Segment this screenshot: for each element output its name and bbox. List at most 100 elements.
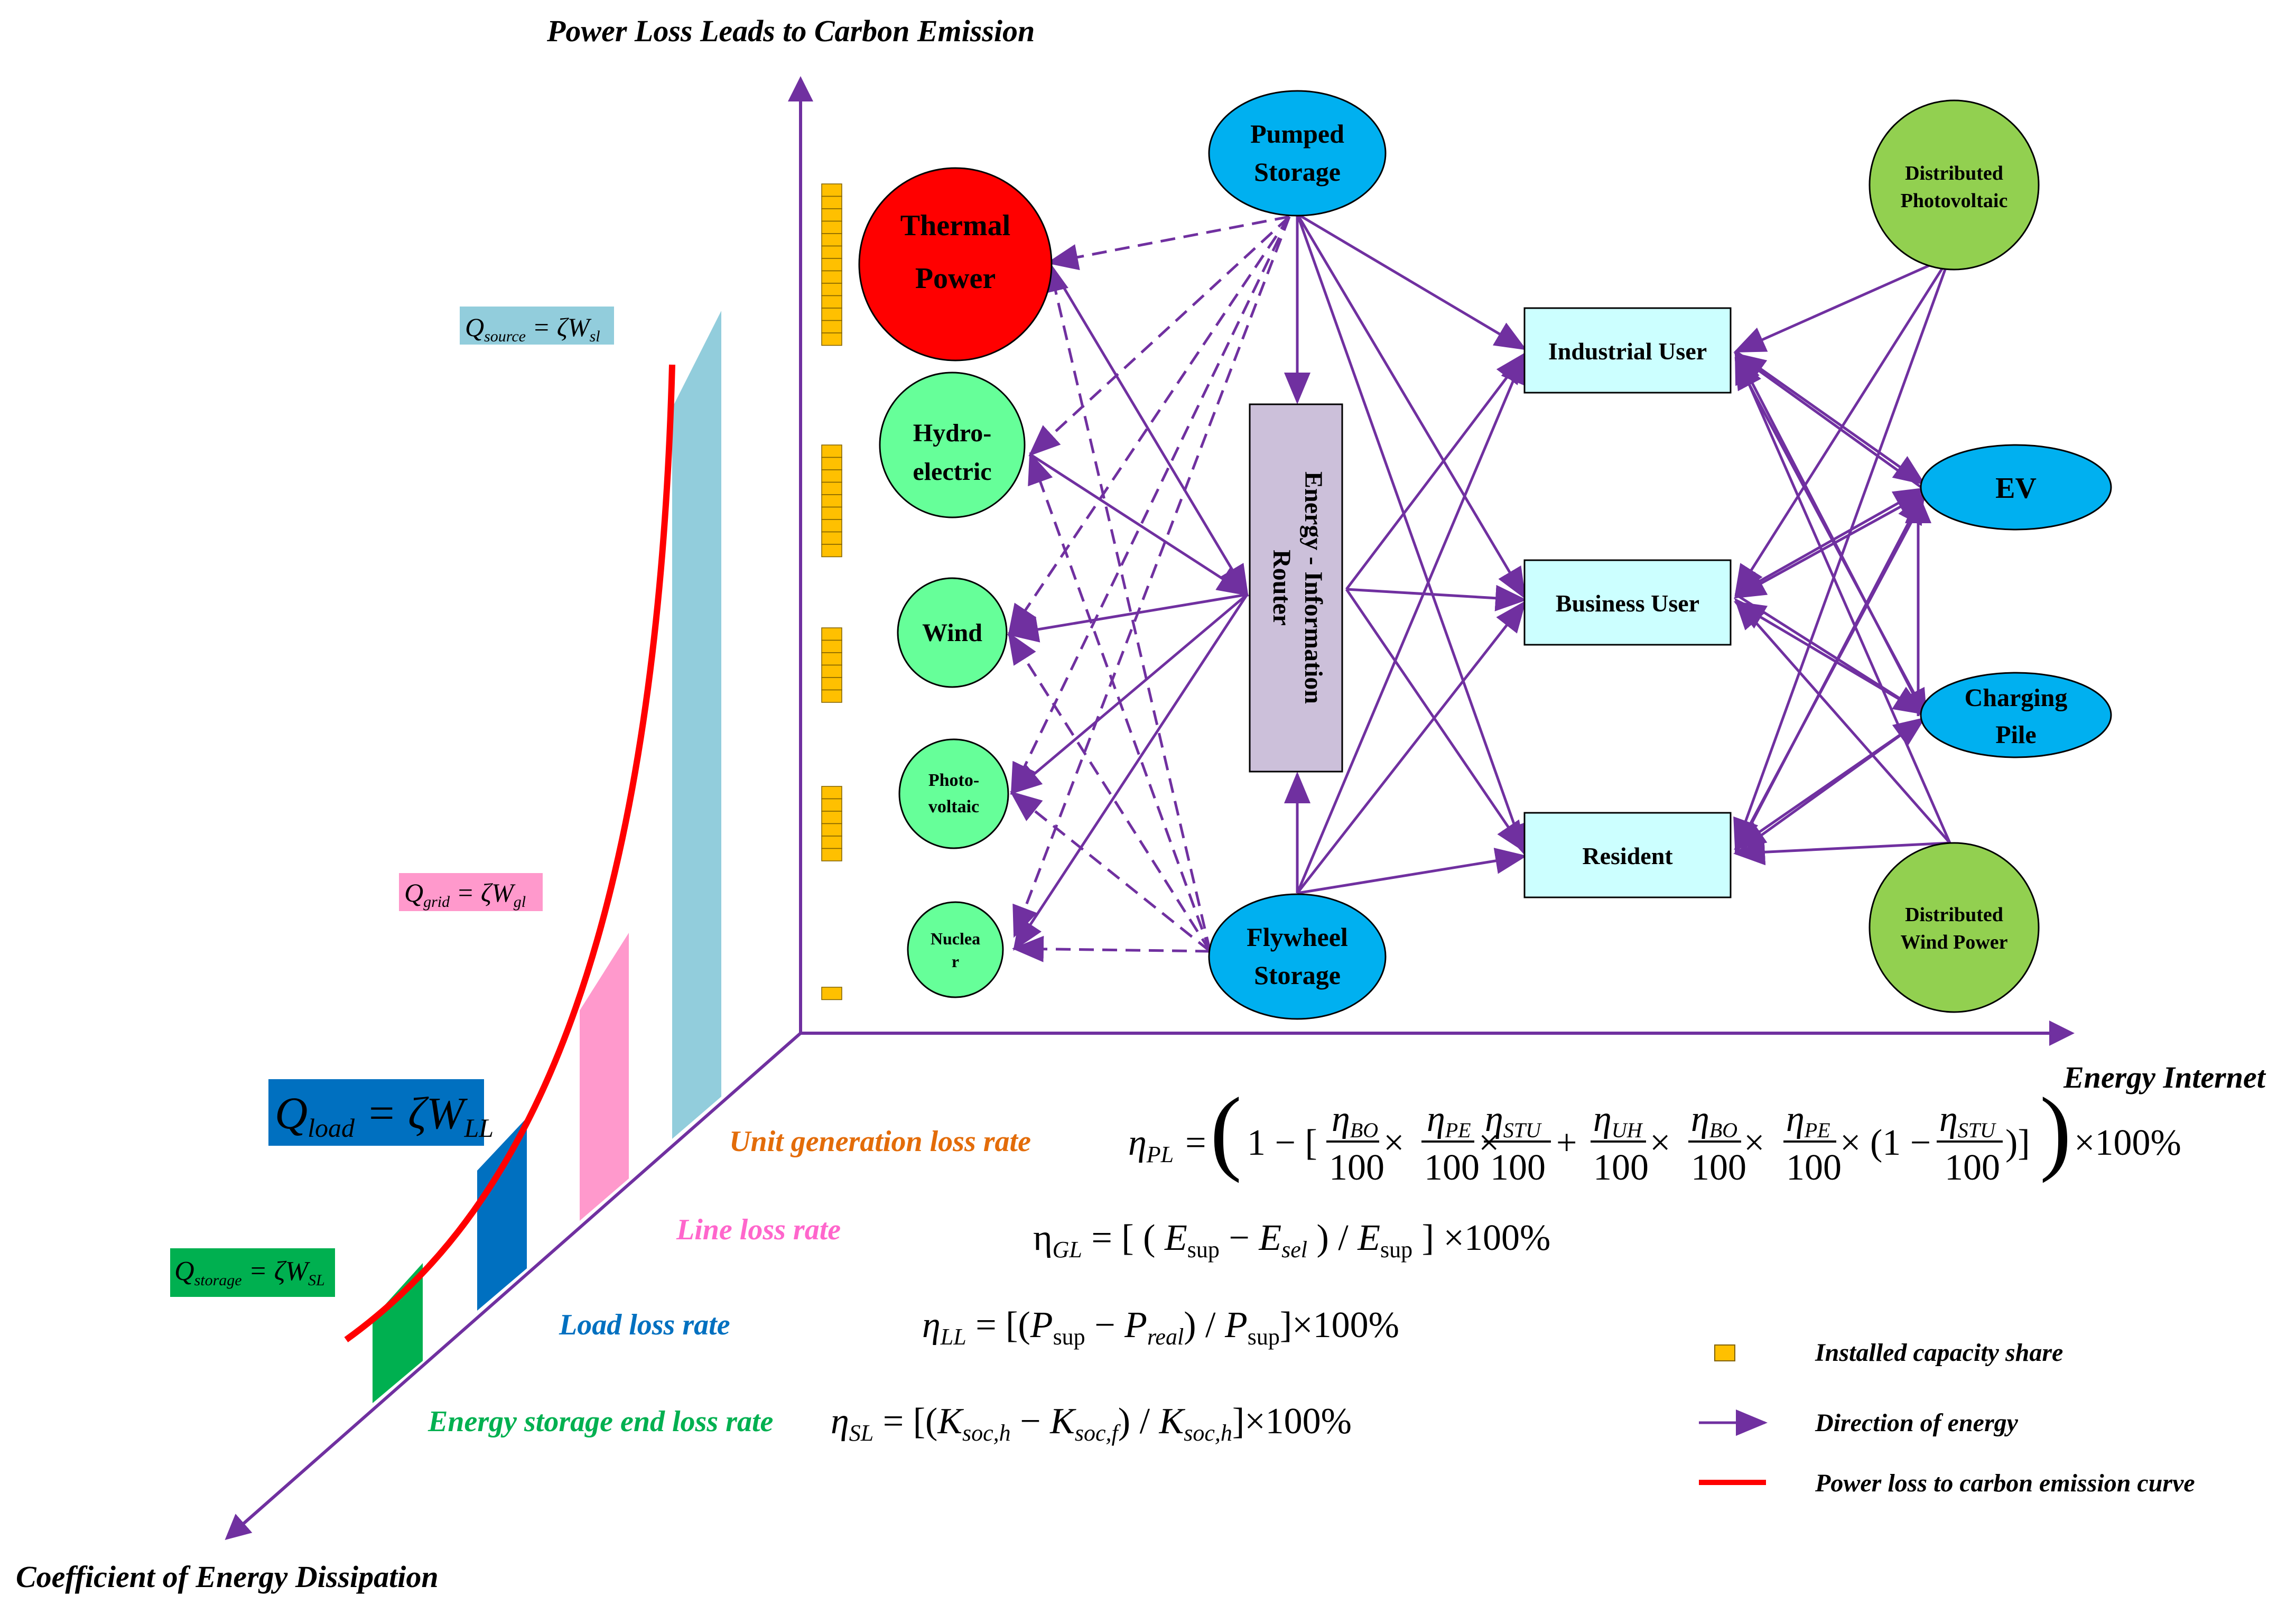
capacity-cell [821,245,842,259]
loss-bars [373,311,721,1403]
diagonal-axis [225,1032,802,1540]
capacity-cell [821,220,842,234]
svg-text:Hydro-: Hydro- [913,419,991,447]
svg-text:(: ( [1210,1078,1242,1183]
svg-text:Business User: Business User [1556,590,1699,617]
capacity-cell [821,233,842,247]
equation-ll: ηLL = [(Psup − Preal) / Psup]×100% [922,1305,1399,1350]
equation-pl: ηPL = ( 1 − [ ηBO 100 × ηPE 100 × ηSTU 1… [1128,1078,2181,1188]
svg-text:ηPL =: ηPL = [1128,1123,1208,1167]
rate-load-loss: Load loss rate [559,1309,730,1341]
capacity-cell [821,457,842,470]
capacity-cell [821,506,842,520]
svg-text:ηSTU: ηSTU [1939,1099,1997,1142]
box-resident: Resident [1523,812,1732,898]
capacity-cell [821,652,842,666]
svg-text:×100%: ×100% [2074,1123,2181,1163]
capacity-cell [821,519,842,533]
rate-unit-generation: Unit generation loss rate [729,1125,1031,1158]
axes [225,76,2075,1540]
equation-sl: ηSL = [(Ksoc,h − Ksoc,f) / Ksoc,h]×100% [831,1401,1352,1446]
equation-gl: ηGL = [ ( Esup − Esel ) / Esup ] ×100% [1033,1218,1550,1263]
legend-direction-label: Direction of energy [1815,1409,2019,1437]
rate-line-loss: Line loss rate [676,1213,841,1246]
bar-source [672,311,721,1139]
svg-text:Pile: Pile [1995,721,2036,749]
svg-text:×: × [1479,1123,1499,1163]
node-nuclear: Nuclea r [907,901,1004,998]
capacity-cell [821,531,842,545]
svg-text:×: × [1650,1123,1670,1163]
svg-text:ηBO: ηBO [1332,1099,1378,1142]
svg-text:ηSTU: ηSTU [1485,1099,1542,1142]
capacity-cell [821,664,842,678]
svg-text:100: 100 [1490,1147,1546,1188]
capacity-cell [821,308,842,321]
svg-text:voltaic: voltaic [928,797,979,817]
svg-text:ηBO: ηBO [1691,1099,1737,1142]
capacity-cell [821,811,842,824]
capacity-cell [821,677,842,691]
svg-text:Photovoltaic: Photovoltaic [1901,190,2008,212]
svg-text:100: 100 [1945,1147,2000,1188]
node-distributed-wind-power: Distributed Wind Power [1869,842,2040,1013]
svg-text:× (1 −: × (1 − [1840,1123,1931,1163]
capacity-cell [821,481,842,495]
q-grid-label: Qgrid = ζWgl [399,873,543,911]
legend-curve-label: Power loss to carbon emission curve [1815,1469,2195,1497]
svg-text:Router: Router [1268,550,1296,626]
svg-text:Wind Power: Wind Power [1900,931,2007,953]
capacity-cell [821,627,842,641]
capacity-cell [821,295,842,309]
capacity-cell [821,320,842,333]
svg-text:): ) [2040,1078,2071,1183]
svg-text:ηUH: ηUH [1593,1099,1643,1142]
capacity-share-bars [821,183,842,1000]
capacity-cell [821,283,842,296]
node-thermal-power: Thermal Power [858,167,1053,361]
svg-text:Pumped: Pumped [1250,119,1344,149]
node-photovoltaic: Photo- voltaic [898,738,1009,849]
capacity-cell [821,332,842,346]
capacity-cell [821,258,842,272]
capacity-cell [821,270,842,284]
svg-text:electric: electric [913,458,991,486]
energy-information-router: Energy - Information Router [1249,403,1343,773]
capacity-cell [821,544,842,558]
capacity-cell [821,689,842,703]
svg-text:Charging: Charging [1965,684,2068,712]
svg-text:Wind: Wind [922,619,982,647]
svg-text:ηLL = [(Psup − Preal) / Psup]×: ηLL = [(Psup − Preal) / Psup]×100% [922,1305,1399,1350]
svg-text:100: 100 [1691,1147,1746,1188]
capacity-cell [821,987,842,1000]
vertical-axis-title: Power Loss Leads to Carbon Emission [546,14,1035,48]
dashed-connections [1008,215,1291,962]
node-charging-pile: Charging Pile [1920,672,2112,758]
capacity-cell [821,823,842,837]
bar-load [477,1118,527,1311]
svg-text:Storage: Storage [1254,157,1341,187]
node-flywheel-storage: Flywheel Storage [1208,893,1387,1020]
svg-text:Flywheel: Flywheel [1247,922,1348,952]
svg-text:×: × [1744,1123,1764,1163]
svg-text:Distributed: Distributed [1905,904,2003,926]
solid-connections [1007,212,1951,951]
legend-capacity-label: Installed capacity share [1815,1339,2063,1367]
capacity-cell [821,798,842,812]
svg-text:100: 100 [1786,1147,1842,1188]
capacity-cell [821,494,842,508]
legend: Installed capacity share Direction of en… [1699,1339,2195,1497]
capacity-cell [821,836,842,849]
svg-text:Industrial User: Industrial User [1548,338,1707,365]
power-loss-curve [344,364,675,1342]
svg-text:100: 100 [1329,1147,1384,1188]
capacity-cell [821,208,842,222]
svg-text:Nuclea: Nuclea [931,929,980,948]
q-storage-label: Qstorage = ζWSL [170,1248,335,1297]
svg-text:ηSL = [(Ksoc,h − Ksoc,f) / Kso: ηSL = [(Ksoc,h − Ksoc,f) / Ksoc,h]×100% [831,1401,1352,1446]
node-hydroelectric: Hydro- electric [879,372,1026,518]
svg-text:Distributed: Distributed [1905,162,2003,184]
node-ev: EV [1920,444,2112,531]
svg-text:+: + [1556,1123,1577,1163]
